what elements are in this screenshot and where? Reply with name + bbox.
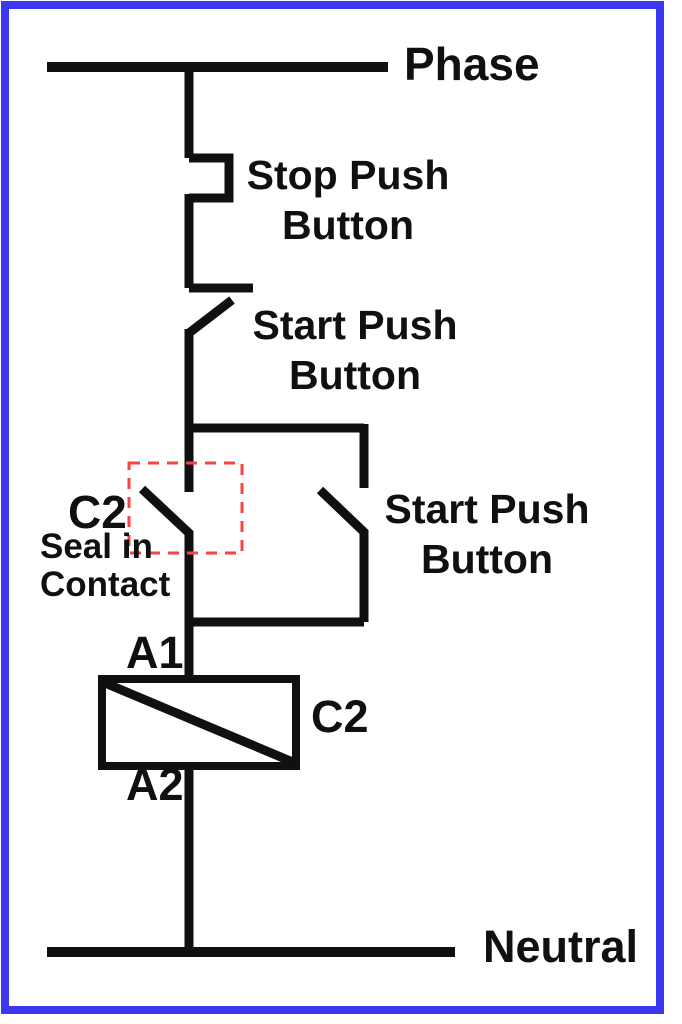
start-push-button-label: Start Push Button	[252, 302, 458, 398]
phase-label: Phase	[404, 38, 540, 90]
stop-push-button-label: Stop Push Button	[246, 152, 450, 248]
seal-contact-highlight-box	[127, 461, 244, 555]
branch-start-push-button-label: Start Push Button	[384, 486, 590, 582]
neutral-label: Neutral	[483, 921, 639, 972]
branch-start-blade	[316, 486, 369, 537]
seal-contact-caption: Seal in Contact	[40, 527, 171, 604]
stop-push-button-symbol	[189, 153, 234, 203]
coil-diagonal	[103, 678, 297, 768]
seal-contact-ref-label: C2	[68, 486, 127, 538]
coil-ref-label: C2	[311, 691, 369, 742]
start-push-button-blade	[186, 296, 235, 337]
coil-terminal-a1-label: A1	[126, 627, 184, 678]
seal-contact-blade	[138, 485, 194, 538]
coil-terminal-a2-label: A2	[126, 759, 184, 810]
